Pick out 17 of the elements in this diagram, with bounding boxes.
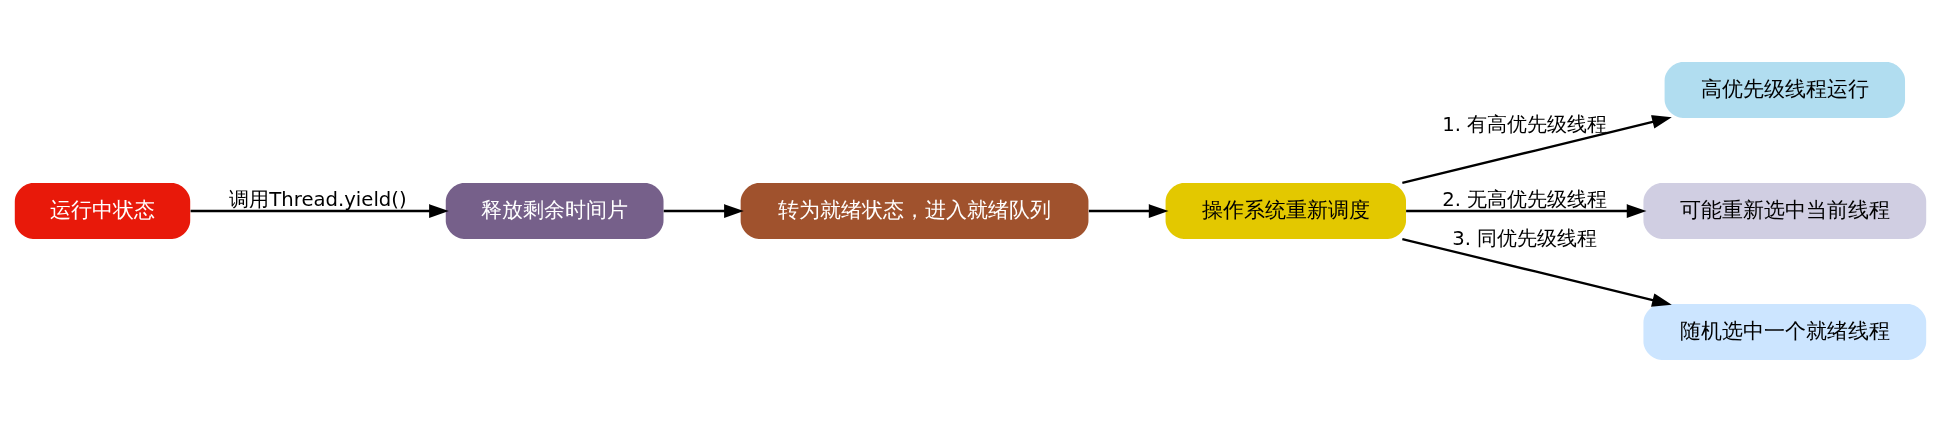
node-box: 运行中状态 bbox=[14, 183, 191, 239]
arrow bbox=[1406, 204, 1647, 218]
arrow bbox=[663, 204, 744, 218]
arrow bbox=[1088, 204, 1169, 218]
edge-label: 调用Thread.yield() bbox=[229, 187, 407, 211]
arrow bbox=[190, 204, 449, 218]
arrow bbox=[1402, 237, 1672, 307]
node-box: 随机选中一个就绪线程 bbox=[1643, 304, 1927, 360]
node-box: 释放剩余时间片 bbox=[445, 183, 664, 239]
node-box: 操作系统重新调度 bbox=[1165, 183, 1406, 239]
arrow bbox=[1402, 115, 1672, 185]
edge-label: 1. 有高优先级线程 bbox=[1442, 113, 1608, 137]
node-box: 转为就绪状态，进入就绪队列 bbox=[740, 183, 1089, 239]
edge-label: 2. 无高优先级线程 bbox=[1442, 187, 1608, 211]
node-box: 高优先级线程运行 bbox=[1664, 62, 1906, 118]
node-box: 可能重新选中当前线程 bbox=[1643, 183, 1927, 239]
edge-label: 3. 同优先级线程 bbox=[1452, 226, 1598, 250]
